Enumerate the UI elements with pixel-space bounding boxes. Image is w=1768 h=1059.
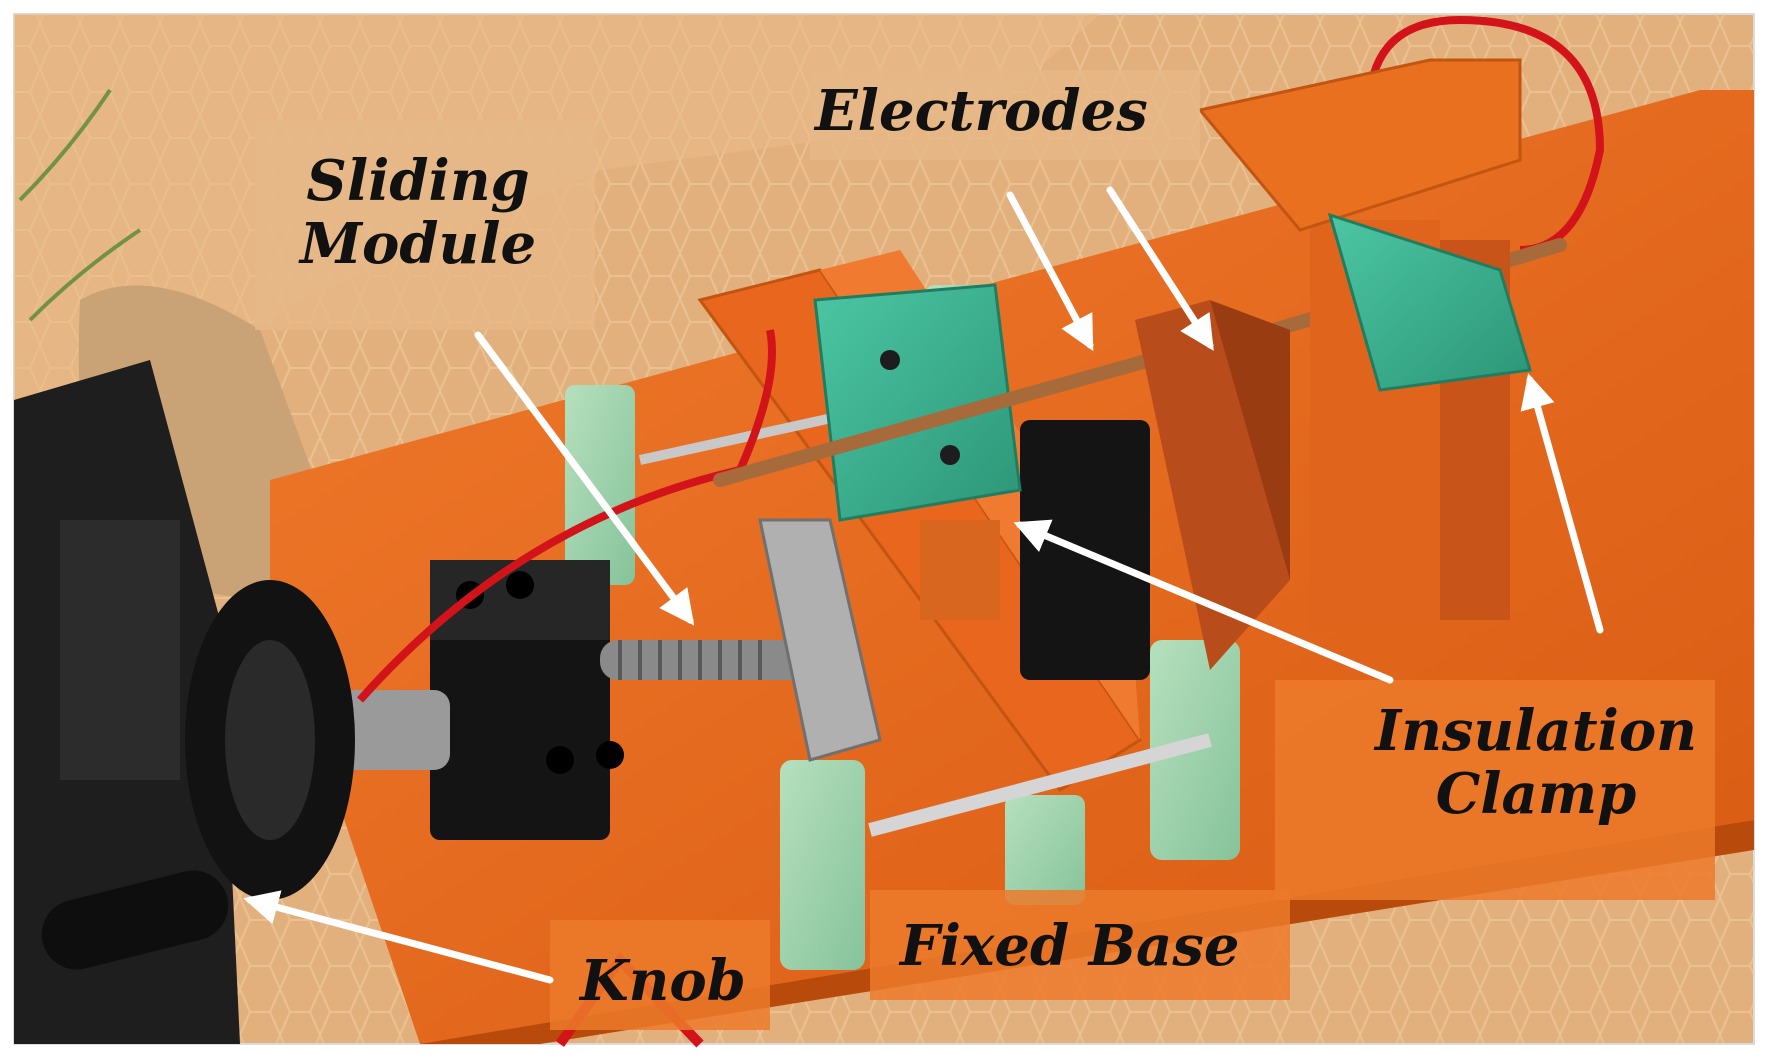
label-knob: Knob bbox=[580, 948, 746, 1014]
arrow-electrodes-right bbox=[1106, 186, 1214, 351]
fixed-block bbox=[1135, 300, 1290, 670]
clamp-pillar bbox=[920, 520, 1000, 620]
label-backing bbox=[870, 890, 1290, 1000]
label-electrodes: Electrodes bbox=[815, 78, 1148, 144]
label-insulation-clamp-line2: Clamp bbox=[1435, 760, 1637, 827]
guide-rod bbox=[868, 733, 1212, 837]
label-backing bbox=[550, 920, 770, 1030]
lead-screw bbox=[600, 640, 820, 680]
device-panel bbox=[60, 520, 180, 780]
insulation-clamp-right bbox=[1327, 212, 1532, 392]
fixed-block-face bbox=[1210, 300, 1290, 580]
arrow-sliding-module bbox=[474, 331, 695, 626]
electrode-left bbox=[713, 353, 1157, 487]
arrow-insulation-right bbox=[1520, 373, 1604, 634]
arrow-electrodes-left bbox=[1006, 191, 1094, 352]
tower-cap bbox=[1197, 58, 1522, 232]
label-sliding-module-line1: Sliding bbox=[306, 148, 530, 214]
label-insulation-clamp: Insulation Clamp bbox=[1375, 700, 1697, 825]
label-sliding-module-line2: Module bbox=[300, 210, 537, 277]
screw-nut bbox=[758, 518, 882, 762]
shaft-coupling bbox=[340, 690, 450, 770]
label-backing bbox=[1275, 680, 1715, 900]
arrow-knob bbox=[243, 890, 554, 984]
guide-block bbox=[780, 760, 865, 970]
guide-block bbox=[565, 385, 635, 585]
red-wire bbox=[357, 329, 776, 703]
label-backing bbox=[255, 120, 595, 330]
label-insulation-clamp-line1: Insulation bbox=[1375, 698, 1697, 764]
label-backing bbox=[810, 70, 1200, 160]
guide-block bbox=[1005, 795, 1085, 905]
red-wire bbox=[1365, 15, 1605, 254]
label-fixed-base: Fixed Base bbox=[900, 913, 1240, 979]
knob-handle bbox=[41, 870, 229, 970]
label-sliding-module: Sliding Module bbox=[300, 150, 536, 275]
arrow-insulation-left bbox=[1013, 519, 1394, 684]
